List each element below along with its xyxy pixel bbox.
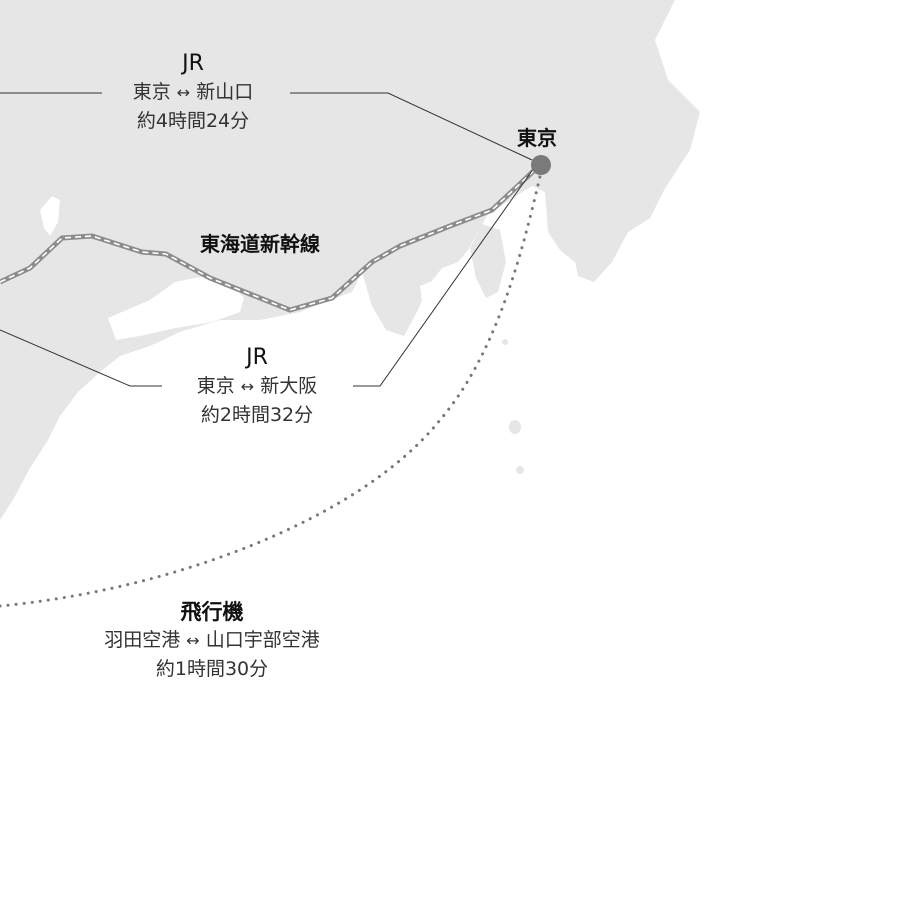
route-to: 山口宇部空港 <box>205 629 320 651</box>
shinkansen-label: 東海道新幹線 <box>200 232 320 256</box>
route-to: 新山口 <box>196 81 254 103</box>
double-arrow-icon: ↔ <box>240 377 255 396</box>
route-label-jr-osaka: JR 東京 ↔ 新大阪 約2時間32分 <box>157 344 357 429</box>
route-from: 羽田空港 <box>104 629 181 651</box>
shinkansen-dash <box>0 164 541 311</box>
tokyo-label: 東京 <box>517 126 557 150</box>
land-boso <box>558 150 664 282</box>
flight-route <box>0 166 544 608</box>
tokyo-marker <box>531 155 551 175</box>
lake-biwa <box>40 196 60 236</box>
route-stations: 東京 ↔ 新山口 <box>93 78 293 107</box>
double-arrow-icon: ↔ <box>176 83 191 102</box>
leader-jr-osaka <box>0 167 535 387</box>
route-label-jr-yamaguchi: JR 東京 ↔ 新山口 約4時間24分 <box>93 50 293 135</box>
bay-suruga <box>420 278 456 320</box>
route-stations: 東京 ↔ 新大阪 <box>157 372 357 401</box>
route-to: 新大阪 <box>260 375 318 397</box>
route-from: 東京 <box>132 81 171 103</box>
route-duration: 約1時間30分 <box>155 658 269 680</box>
land-izu <box>470 224 506 298</box>
route-mode: JR <box>182 51 204 76</box>
route-label-flight: 飛行機 羽田空港 ↔ 山口宇部空港 約1時間30分 <box>62 598 362 683</box>
route-duration: 約2時間32分 <box>200 404 314 426</box>
route-mode: JR <box>246 345 268 370</box>
route-mode: 飛行機 <box>180 600 244 624</box>
double-arrow-icon: ↔ <box>186 631 200 650</box>
land-honshu <box>0 0 700 520</box>
bay-ise <box>108 275 244 340</box>
island-small <box>516 466 524 474</box>
island-tiny <box>502 339 508 345</box>
leader-jr-yamaguchi <box>0 92 533 161</box>
route-stations: 羽田空港 ↔ 山口宇部空港 <box>62 626 362 655</box>
route-duration: 約4時間24分 <box>136 110 250 132</box>
route-from: 東京 <box>196 375 235 397</box>
island-oshima <box>509 420 521 434</box>
